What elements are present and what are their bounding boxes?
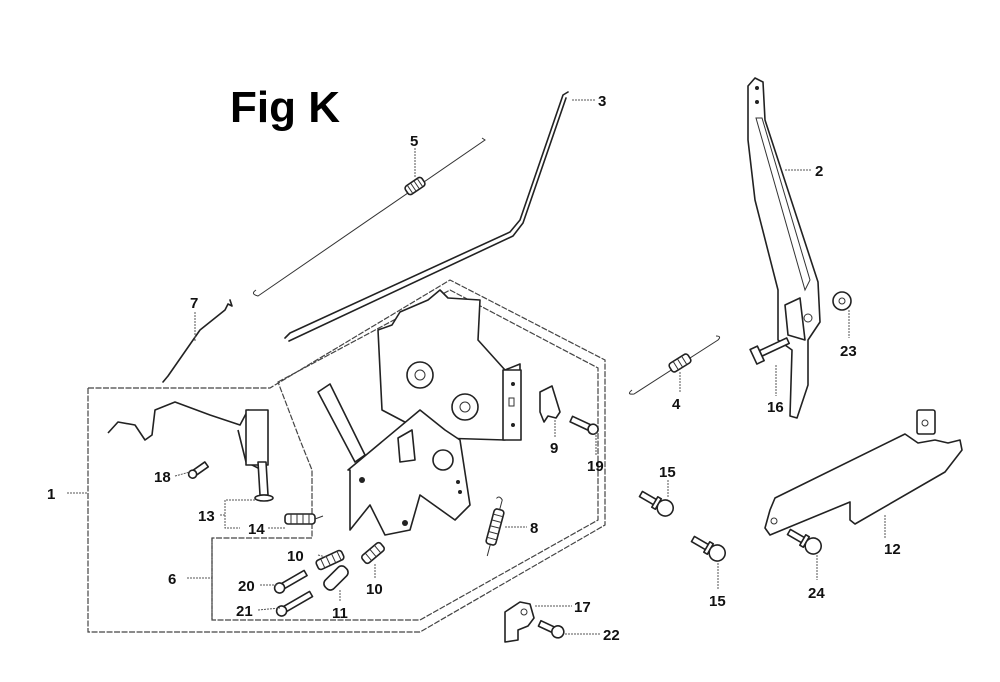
inner-panel-frame	[211, 289, 599, 621]
spring-rod-part-5	[252, 137, 486, 297]
spring-part-14	[284, 513, 324, 525]
callout-2: 2	[815, 163, 823, 180]
spring-part-10-left	[315, 549, 345, 571]
callout-7: 7	[190, 295, 198, 312]
pin-part-11	[323, 565, 349, 591]
wire-part-7	[162, 299, 233, 383]
screw-part-22	[537, 619, 565, 639]
screw-part-19	[569, 415, 599, 436]
spring-part-8	[485, 496, 505, 557]
screw-part-18	[187, 461, 210, 479]
callout-20: 20	[238, 578, 255, 595]
plate-part-12	[764, 409, 963, 536]
spring-part-10-right	[361, 541, 385, 565]
bolt-part-15-lower	[690, 535, 726, 562]
clamp-part-17	[504, 601, 535, 643]
callout-18: 18	[154, 469, 171, 486]
callout-15-upper: 15	[659, 464, 676, 481]
callout-12: 12	[884, 541, 901, 558]
clip-part-9	[539, 385, 561, 423]
control-lever-part-13	[107, 401, 274, 502]
callout-4: 4	[672, 396, 681, 413]
rod-part-3	[284, 91, 569, 342]
callout-13: 13	[198, 508, 215, 525]
spring-part-4	[628, 335, 721, 395]
callout-10-left: 10	[287, 548, 304, 565]
callout-1: 1	[47, 486, 55, 503]
callout-22: 22	[603, 627, 620, 644]
callout-24: 24	[808, 585, 825, 602]
callout-5: 5	[410, 133, 418, 150]
callout-8: 8	[530, 520, 538, 537]
lever-part-2	[747, 77, 821, 419]
callout-15-lower: 15	[709, 593, 726, 610]
callout-23: 23	[840, 343, 857, 360]
callout-10-right: 10	[366, 581, 383, 598]
callout-17: 17	[574, 599, 591, 616]
bolt-part-24	[786, 528, 822, 555]
bolt-part-20	[273, 569, 308, 594]
governor-plate-assembly	[317, 289, 522, 536]
bolt-part-16	[749, 337, 791, 365]
callout-21: 21	[236, 603, 253, 620]
callout-14: 14	[248, 521, 265, 538]
callout-19: 19	[587, 458, 604, 475]
callout-6: 6	[168, 571, 176, 588]
callout-9: 9	[550, 440, 558, 457]
bolt-part-21	[275, 590, 314, 617]
callout-11: 11	[332, 605, 348, 622]
assembly-1-frame	[87, 279, 606, 633]
bolt-part-15-upper	[638, 490, 674, 517]
figure-title: Fig K	[230, 83, 340, 132]
leader-lines	[67, 99, 886, 635]
callout-16: 16	[767, 399, 784, 416]
nut-part-23	[832, 291, 852, 311]
callout-3: 3	[598, 93, 606, 110]
